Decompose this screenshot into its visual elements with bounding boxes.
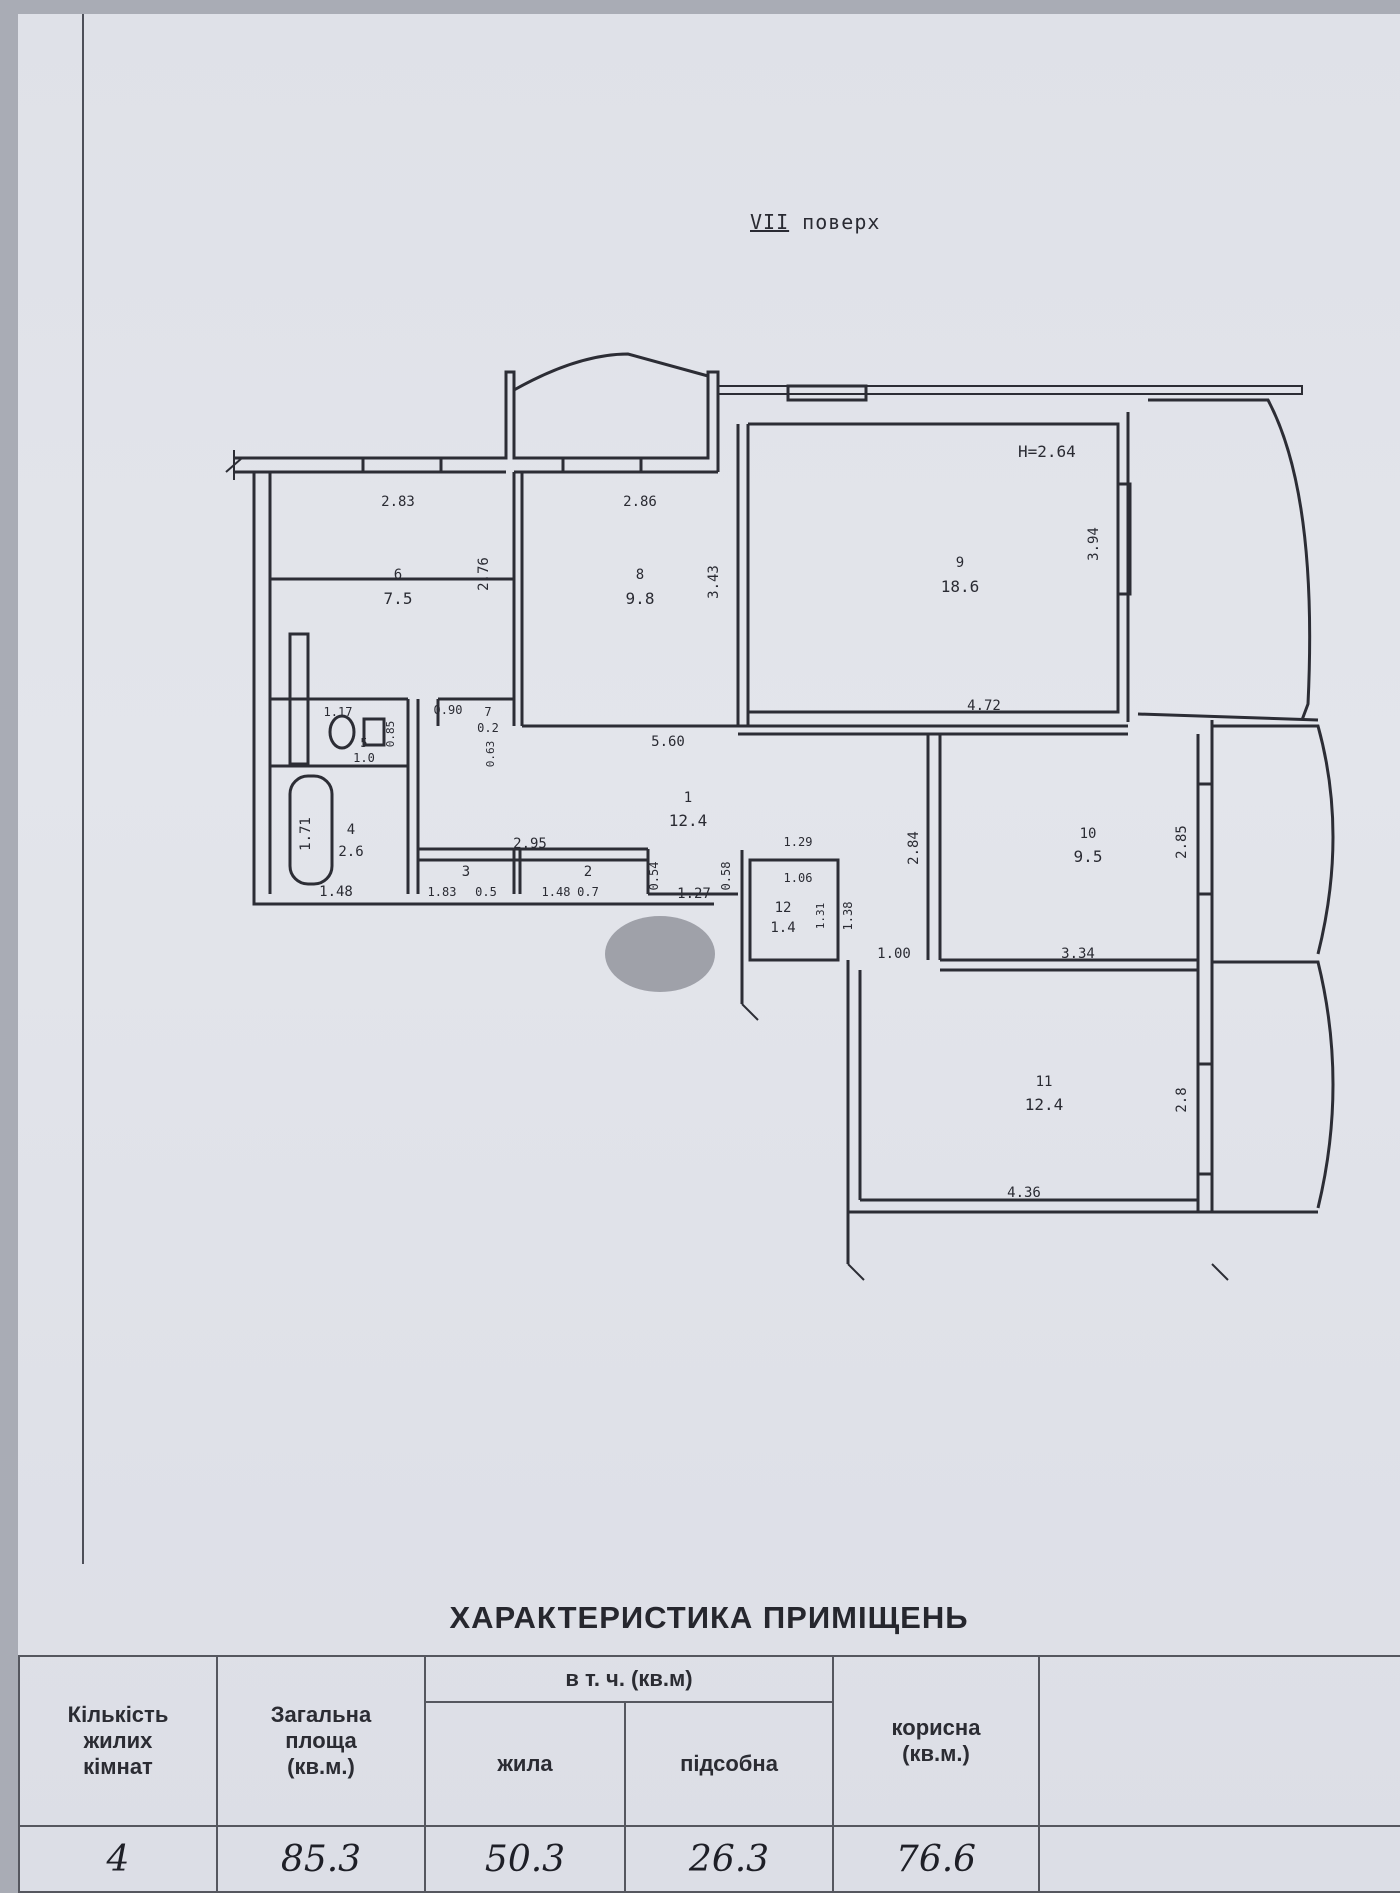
room-5-area: 1.0 — [353, 751, 375, 765]
dimension-label: 1.17 — [324, 705, 353, 719]
dimension-label: 4.72 — [967, 698, 1001, 714]
room-2-area: 0.7 — [577, 885, 599, 899]
room-7-area: 0.2 — [477, 721, 499, 735]
room-1-area: 12.4 — [669, 811, 708, 830]
room-12-area: 1.4 — [770, 920, 795, 936]
room-4-area: 2.6 — [338, 844, 363, 860]
dimension-label: 2.95 — [513, 836, 547, 852]
value-useful: 76.6 — [832, 1825, 1040, 1893]
value-auxiliary: 26.3 — [624, 1825, 834, 1893]
room-1-number: 1 — [684, 790, 692, 806]
dimension-label: 4.36 — [1007, 1185, 1041, 1201]
value-living: 50.3 — [424, 1825, 626, 1893]
header-auxiliary: підсобна — [624, 1701, 834, 1827]
header-line: кімнат — [83, 1754, 153, 1779]
room-9-number: 9 — [956, 555, 964, 571]
header-including: в т. ч. (кв.м) — [424, 1655, 834, 1703]
header-empty — [1038, 1655, 1400, 1827]
dimension-label: 2.8 — [1174, 1087, 1190, 1112]
ceiling-height: Н=2.64 — [1018, 442, 1076, 461]
dimension-label: 1.00 — [877, 946, 911, 962]
header-line: Кількість — [67, 1702, 169, 1727]
dimension-label: 2.84 — [906, 831, 922, 865]
value-rooms-count: 4 — [18, 1825, 218, 1893]
dimension-label: 0.90 — [434, 703, 463, 717]
dimension-label: 3.94 — [1086, 527, 1102, 561]
dimension-label: 1.06 — [784, 871, 813, 885]
header-line: (кв.м.) — [902, 1741, 970, 1766]
dimension-label: 3.34 — [1061, 946, 1095, 962]
section-title: ХАРАКТЕРИСТИКА ПРИМІЩЕНЬ — [449, 1600, 969, 1635]
floor-title: VII поверх — [750, 210, 880, 234]
dimension-label: 1.83 — [428, 885, 457, 899]
room-2-number: 2 — [584, 864, 592, 880]
header-line: жилих — [83, 1728, 153, 1753]
floor-number: VII — [750, 210, 790, 234]
dimension-label: 5.60 — [651, 734, 685, 750]
dimension-label: 2.83 — [381, 494, 415, 510]
dimension-label: 2.76 — [476, 557, 492, 591]
floor-word: поверх — [802, 210, 881, 234]
dimension-label: 0.63 — [484, 741, 497, 768]
dimension-label: 0.54 — [647, 862, 661, 891]
room-10-number: 10 — [1080, 826, 1097, 842]
room-9-area: 18.6 — [941, 577, 980, 596]
dimension-label: 1.38 — [841, 902, 855, 931]
value-empty — [1038, 1825, 1400, 1893]
room-7-number: 7 — [484, 705, 491, 719]
document-sheet: VII поверх — [18, 14, 1400, 1893]
room-3-area: 0.5 — [475, 885, 497, 899]
room-11-number: 11 — [1036, 1074, 1053, 1090]
header-line: площа — [285, 1728, 357, 1753]
room-6-area: 7.5 — [384, 589, 413, 608]
room-8-number: 8 — [636, 567, 644, 583]
dimension-label: 1.31 — [814, 903, 827, 930]
dimension-label: 2.86 — [623, 494, 657, 510]
rooms-characteristics-table: Кількість жилих кімнат Загальна площа (к… — [18, 1655, 1400, 1893]
dimension-label: 1.29 — [784, 835, 813, 849]
dimension-label: 1.71 — [298, 817, 314, 851]
room-11-area: 12.4 — [1025, 1095, 1064, 1114]
header-line: корисна — [891, 1715, 981, 1740]
header-living: жила — [424, 1701, 626, 1827]
dimension-label: 0.85 — [384, 721, 397, 748]
dimension-label: 1.48 — [319, 884, 353, 900]
dimension-label: 2.85 — [1174, 825, 1190, 859]
dimension-label: 3.43 — [706, 565, 722, 599]
room-10-area: 9.5 — [1074, 847, 1103, 866]
room-12-number: 12 — [775, 900, 792, 916]
margin-line — [82, 14, 84, 1564]
header-total-area: Загальна площа (кв.м.) — [216, 1655, 426, 1827]
header-line: Загальна — [270, 1702, 372, 1727]
header-rooms-count: Кількість жилих кімнат — [18, 1655, 218, 1827]
room-8-area: 9.8 — [626, 589, 655, 608]
room-4-number: 4 — [347, 822, 355, 838]
dimension-label: 1.27 — [677, 886, 711, 902]
header-line: (кв.м.) — [287, 1754, 355, 1779]
value-total-area: 85.3 — [216, 1825, 426, 1893]
room-5-number: 5 — [360, 736, 367, 750]
room-3-number: 3 — [462, 864, 470, 880]
room-6-number: 6 — [394, 567, 402, 583]
header-useful: корисна (кв.м.) — [832, 1655, 1040, 1827]
dimension-label: 0.58 — [719, 862, 733, 891]
dimension-label: 1.48 — [542, 885, 571, 899]
floor-plan: Н=2.64 6 7.5 8 9.8 9 18.6 1 12.4 10 9.5 … — [225, 352, 1335, 1281]
